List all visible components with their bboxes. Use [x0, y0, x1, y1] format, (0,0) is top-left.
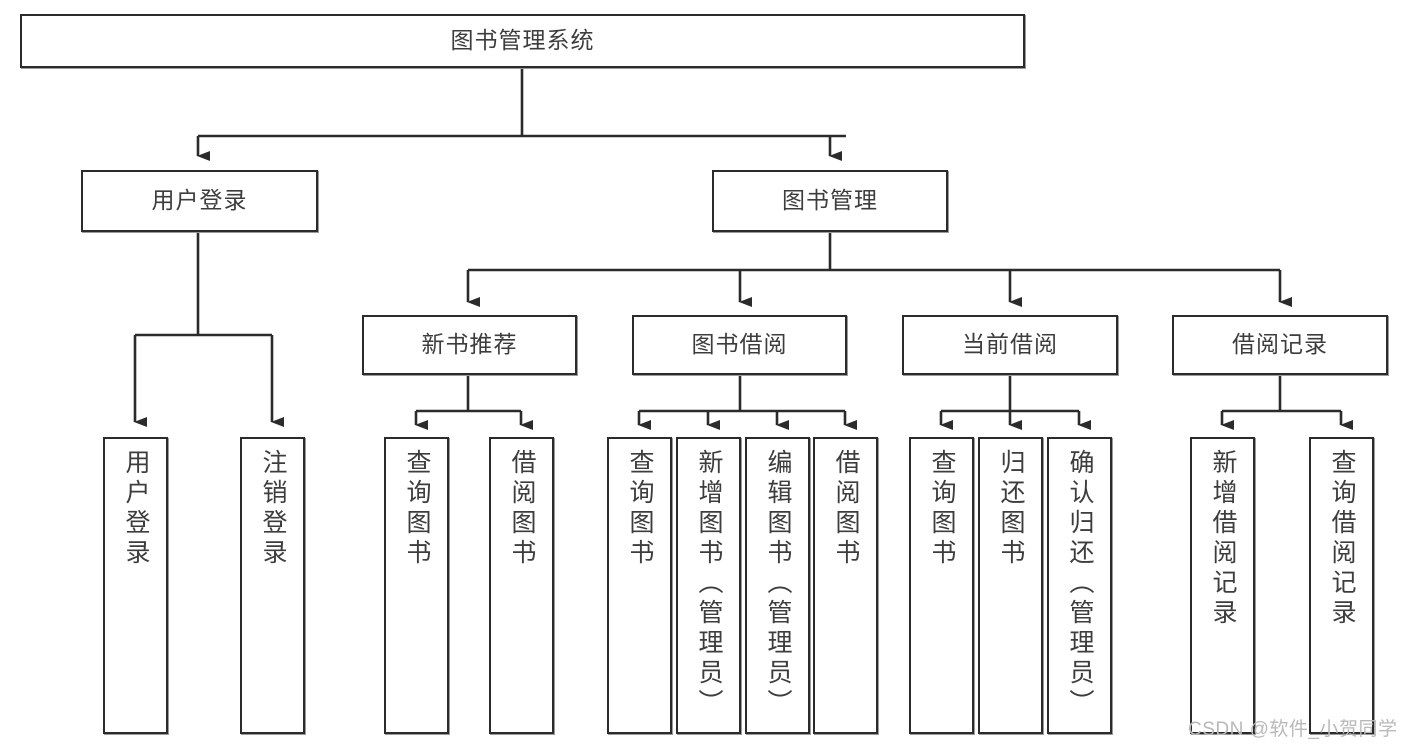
leaf-recommend-query-book[interactable]: 查询图书	[384, 437, 449, 734]
leaf-borrow-borrow-book[interactable]: 借阅图书	[813, 437, 878, 734]
node-label: 查询借阅记录	[1328, 449, 1356, 629]
leaf-current-return-book[interactable]: 归还图书	[978, 437, 1043, 734]
node-label: 用户登录	[151, 187, 248, 214]
node-label: 图书管理	[782, 187, 878, 214]
node-label: 归还图书	[997, 449, 1025, 569]
node-label: 图书借阅	[691, 331, 788, 358]
node-book-management[interactable]: 图书管理	[712, 170, 948, 232]
node-label: 查询图书	[928, 449, 956, 569]
node-label: 确认归还（管理员）	[1066, 449, 1094, 719]
csdn-watermark: CSDN @软件_小贺同学	[1188, 719, 1398, 740]
node-label: 当前借阅	[962, 331, 1058, 358]
node-label: 借阅记录	[1232, 331, 1328, 358]
leaf-borrow-query-book[interactable]: 查询图书	[607, 437, 672, 734]
node-label: 新增图书（管理员）	[695, 449, 723, 719]
node-label: 查询图书	[403, 449, 431, 569]
leaf-records-query-record[interactable]: 查询借阅记录	[1309, 437, 1374, 734]
node-label: 图书管理系统	[450, 27, 595, 54]
leaf-user-login-logout[interactable]: 注销登录	[240, 437, 305, 734]
node-label: 借阅图书	[508, 449, 536, 569]
node-label: 注销登录	[259, 449, 287, 569]
leaf-recommend-borrow-book[interactable]: 借阅图书	[489, 437, 554, 734]
node-root-system[interactable]: 图书管理系统	[20, 14, 1025, 68]
node-borrow-records[interactable]: 借阅记录	[1172, 315, 1388, 375]
leaf-borrow-edit-book-admin[interactable]: 编辑图书（管理员）	[745, 437, 810, 734]
node-user-login[interactable]: 用户登录	[81, 170, 318, 232]
node-label: 新书推荐	[421, 331, 518, 358]
node-book-borrow[interactable]: 图书借阅	[632, 315, 847, 375]
leaf-records-add-record[interactable]: 新增借阅记录	[1190, 437, 1255, 734]
leaf-borrow-add-book-admin[interactable]: 新增图书（管理员）	[676, 437, 741, 734]
node-label: 借阅图书	[832, 449, 860, 569]
leaf-current-confirm-return-admin[interactable]: 确认归还（管理员）	[1047, 437, 1112, 734]
node-label: 新增借阅记录	[1209, 449, 1237, 629]
node-new-book-recommend[interactable]: 新书推荐	[362, 315, 577, 375]
node-label: 编辑图书（管理员）	[764, 449, 792, 719]
node-current-borrow[interactable]: 当前借阅	[902, 315, 1118, 375]
node-label: 查询图书	[626, 449, 654, 569]
node-label: 用户登录	[122, 449, 150, 569]
leaf-user-login-login[interactable]: 用户登录	[103, 437, 168, 734]
leaf-current-query-book[interactable]: 查询图书	[909, 437, 974, 734]
